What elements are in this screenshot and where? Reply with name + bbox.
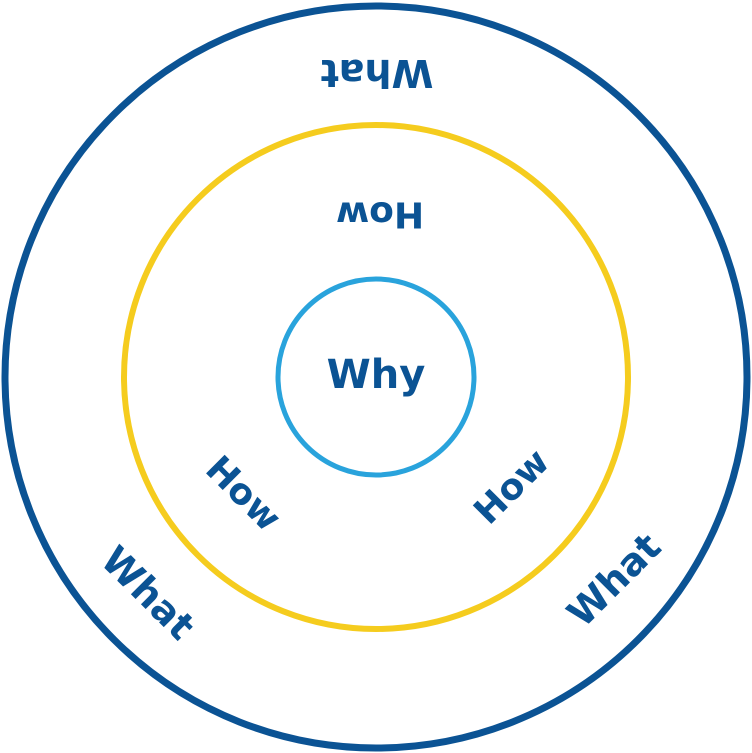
inner-ring-why xyxy=(275,276,477,478)
middle-ring-how xyxy=(121,122,631,632)
how-label-right: How xyxy=(466,441,557,532)
why-label: Why xyxy=(327,352,426,398)
what-label-top: What xyxy=(321,51,434,95)
how-label-left: How xyxy=(197,448,288,539)
how-label-top: How xyxy=(336,194,424,235)
